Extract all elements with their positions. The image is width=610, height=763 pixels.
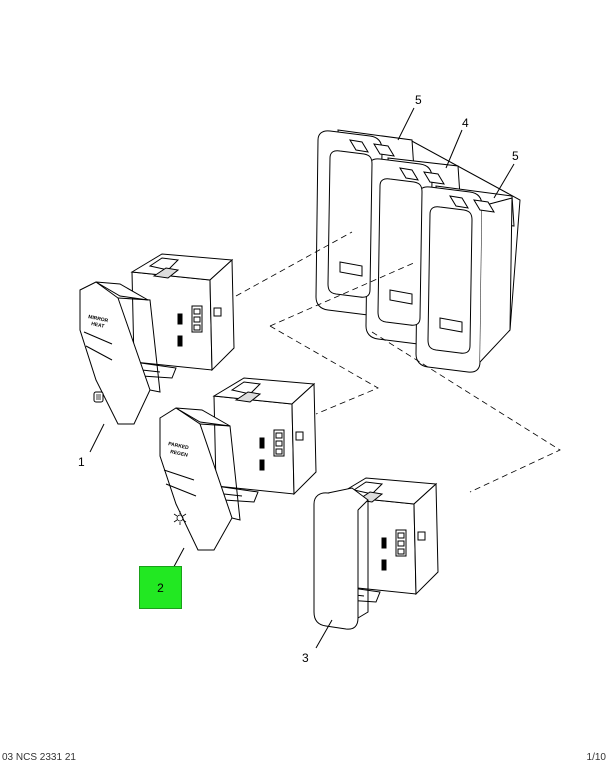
callout-4: 4 (462, 116, 469, 130)
switch-3-blank-cap (313, 492, 359, 630)
switch-2-label-line2: REGEN (170, 449, 189, 459)
leader-1 (89, 423, 105, 453)
callout-1: 1 (78, 455, 85, 469)
footer-reference: 03 NCS 2331 21 (2, 752, 76, 763)
switch-2-label-line1: PARKED (168, 441, 190, 451)
footer-page: 1/10 (586, 752, 606, 763)
highlight-box[interactable] (139, 566, 182, 609)
leader-3 (315, 619, 333, 649)
callout-5-top: 5 (415, 93, 422, 107)
callout-3: 3 (302, 651, 309, 665)
switch-3 (313, 477, 439, 630)
assembly-dashed-lines (235, 231, 561, 493)
switch-1-label-line1: MIRROR (88, 314, 109, 324)
regen-icon (173, 511, 187, 525)
callout-5-right: 5 (512, 149, 519, 163)
switch-2: PARKED REGEN (159, 377, 317, 551)
switch-1-label-line2: HEAT (91, 321, 105, 330)
bezel-assembly (315, 129, 521, 373)
callout-leaders-top (397, 107, 515, 199)
callout-2[interactable]: 2 (157, 580, 164, 595)
switch-2-rocker (159, 407, 233, 551)
mirror-heat-icon (93, 391, 104, 403)
switch-1-rocker (79, 281, 151, 425)
switch-1: MIRROR HEAT (79, 253, 235, 425)
